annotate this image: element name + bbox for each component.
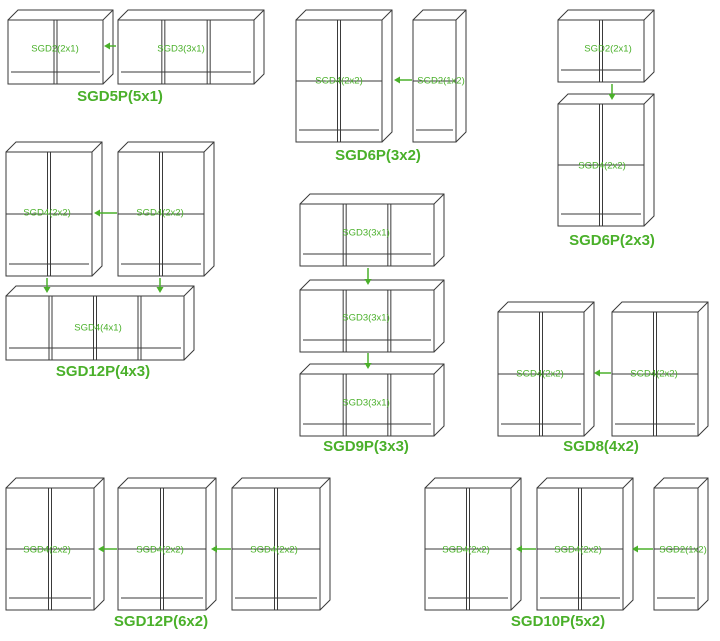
connector-arrow-left bbox=[594, 369, 611, 377]
connector-arrow-left bbox=[516, 545, 536, 553]
cabinet-unit bbox=[299, 363, 445, 437]
cabinet-unit bbox=[117, 9, 265, 85]
cabinet-unit bbox=[497, 301, 595, 437]
cabinet-unit bbox=[117, 141, 215, 277]
unit-label: SGD2(1x2) bbox=[659, 545, 707, 556]
unit-label: SGD4(2x2) bbox=[442, 545, 490, 556]
cabinet-unit bbox=[424, 477, 522, 611]
cabinet-layer bbox=[5, 9, 709, 611]
cabinet-unit bbox=[5, 141, 103, 277]
unit-label: SGD4(2x2) bbox=[516, 369, 564, 380]
connector-arrow-down bbox=[364, 353, 372, 369]
connector-arrow-left bbox=[211, 545, 231, 553]
cabinet-unit bbox=[536, 477, 634, 611]
unit-label: SGD3(3x1) bbox=[342, 398, 390, 409]
unit-label: SGD4(4x1) bbox=[74, 323, 122, 334]
cabinet-unit bbox=[299, 279, 445, 353]
cabinet-unit bbox=[5, 477, 105, 611]
connector-layer bbox=[43, 42, 653, 553]
cabinet-unit bbox=[5, 285, 195, 361]
cabinet-unit bbox=[117, 477, 217, 611]
cabinet-unit bbox=[557, 93, 655, 227]
connector-arrow-down bbox=[608, 84, 616, 100]
unit-label: SGD4(2x2) bbox=[315, 76, 363, 87]
group-title-sgd6p-2x3: SGD6P(2x3) bbox=[569, 232, 655, 249]
cabinet-unit bbox=[231, 477, 331, 611]
group-title-sgd10p: SGD10P(5x2) bbox=[511, 613, 605, 630]
group-title-sgd5p: SGD5P(5x1) bbox=[77, 88, 163, 105]
cabinet-unit bbox=[557, 9, 655, 83]
unit-label: SGD4(2x2) bbox=[136, 545, 184, 556]
connector-arrow-down bbox=[364, 268, 372, 285]
unit-label: SGD2(2x1) bbox=[31, 44, 79, 55]
unit-label: SGD4(2x2) bbox=[23, 545, 71, 556]
unit-label: SGD4(2x2) bbox=[630, 369, 678, 380]
connector-arrow-down bbox=[156, 278, 164, 293]
unit-label: SGD3(3x1) bbox=[157, 44, 205, 55]
unit-label: SGD4(2x2) bbox=[136, 208, 184, 219]
cabinet-unit bbox=[611, 301, 709, 437]
connector-arrow-left bbox=[632, 545, 653, 553]
unit-label: SGD3(3x1) bbox=[342, 313, 390, 324]
cabinet-unit bbox=[7, 9, 114, 85]
cabinet-unit bbox=[295, 9, 393, 143]
unit-label: SGD2(2x1) bbox=[584, 44, 632, 55]
group-title-sgd12p-4x3: SGD12P(4x3) bbox=[56, 363, 150, 380]
label-layer: SGD5P(5x1) SGD6P(3x2) SGD6P(2x3) SGD12P(… bbox=[23, 44, 707, 630]
connector-arrow-left bbox=[98, 545, 117, 553]
unit-label: SGD4(2x2) bbox=[578, 161, 626, 172]
connector-arrow-left bbox=[394, 76, 412, 84]
group-title-sgd9p: SGD9P(3x3) bbox=[323, 438, 409, 455]
group-title-sgd6p-3x2: SGD6P(3x2) bbox=[335, 147, 421, 164]
group-title-sgd12p-6x2: SGD12P(6x2) bbox=[114, 613, 208, 630]
cabinet-unit bbox=[299, 193, 445, 267]
unit-label: SGD4(2x2) bbox=[554, 545, 602, 556]
unit-label: SGD4(2x2) bbox=[250, 545, 298, 556]
connector-arrow-left bbox=[104, 42, 116, 50]
cabinet-unit bbox=[412, 9, 467, 143]
unit-label: SGD2(1x2) bbox=[417, 76, 465, 87]
connector-arrow-down bbox=[43, 278, 51, 293]
connector-arrow-left bbox=[94, 209, 117, 217]
unit-label: SGD4(2x2) bbox=[23, 208, 71, 219]
unit-label: SGD3(3x1) bbox=[342, 228, 390, 239]
group-title-sgd8: SGD8(4x2) bbox=[563, 438, 639, 455]
cabinet-unit bbox=[653, 477, 709, 611]
